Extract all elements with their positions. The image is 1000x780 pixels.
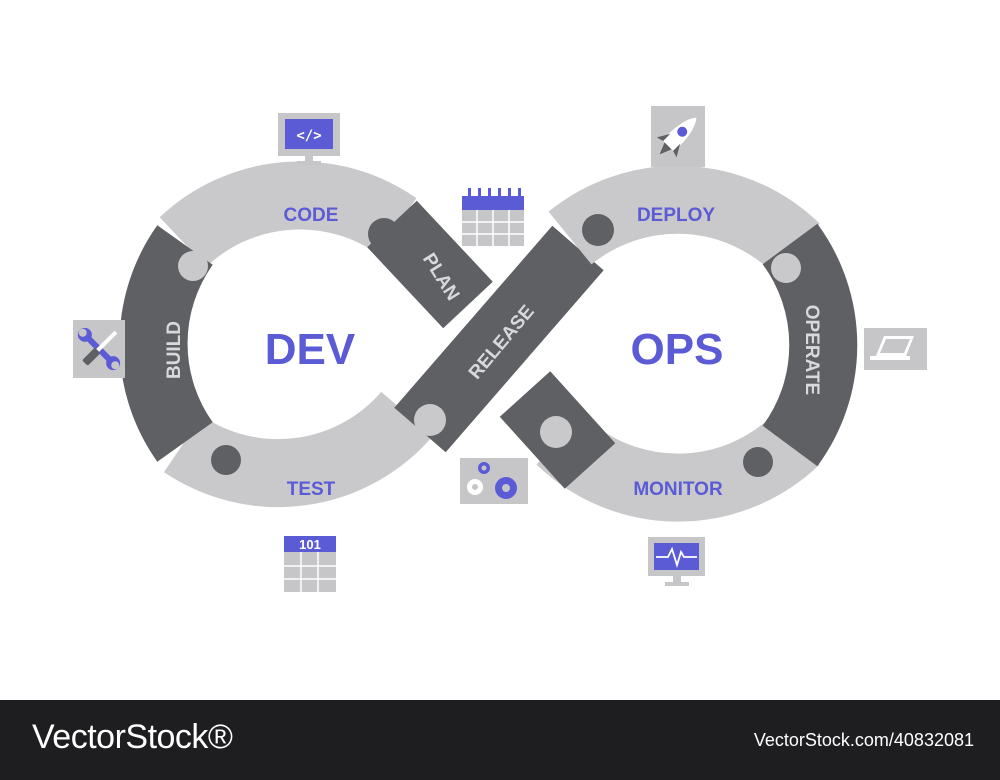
knob-operate-bottom [743, 447, 773, 477]
gears-icon [460, 458, 528, 504]
laptop-icon [864, 328, 927, 370]
knob-monitor [540, 416, 572, 448]
label-test: TEST [287, 479, 336, 500]
segment-operate [762, 223, 858, 467]
footer-image-id: VectorStock.com/40832081 [753, 730, 974, 750]
table-icon: 101 [284, 536, 336, 592]
segment-release [394, 225, 604, 453]
segment-code [159, 161, 417, 268]
calendar-icon [462, 188, 524, 246]
label-deploy: DEPLOY [637, 205, 715, 226]
knob-operate-top [771, 253, 801, 283]
knob-build-top [178, 251, 208, 281]
label-build: BUILD [164, 321, 185, 379]
svg-text:</>: </> [296, 128, 321, 144]
label-code: CODE [284, 205, 339, 226]
label-ops: OPS [631, 325, 724, 374]
rocket-icon [651, 106, 705, 167]
pulse-monitor-icon [648, 537, 705, 586]
table-icon-text: 101 [299, 537, 321, 552]
segment-build [119, 225, 214, 462]
knob-release [414, 404, 446, 436]
knob-build-bottom [211, 445, 241, 475]
puzzle-knobs [178, 214, 801, 477]
label-operate: OPERATE [801, 305, 822, 395]
label-monitor: MONITOR [633, 479, 723, 500]
tools-icon [73, 320, 125, 378]
label-dev: DEV [265, 325, 356, 374]
knob-plan [368, 218, 400, 250]
knob-deploy [582, 214, 614, 246]
segment-plan [367, 200, 493, 329]
code-monitor-icon: </> [278, 113, 340, 165]
footer-bar: VectorStock® VectorStock.com/40832081 [0, 700, 1000, 780]
devops-infinity-diagram: CODE TEST DEPLOY MONITOR BUILD OPERATE P… [73, 106, 927, 592]
footer-brand: VectorStock® [32, 718, 233, 756]
